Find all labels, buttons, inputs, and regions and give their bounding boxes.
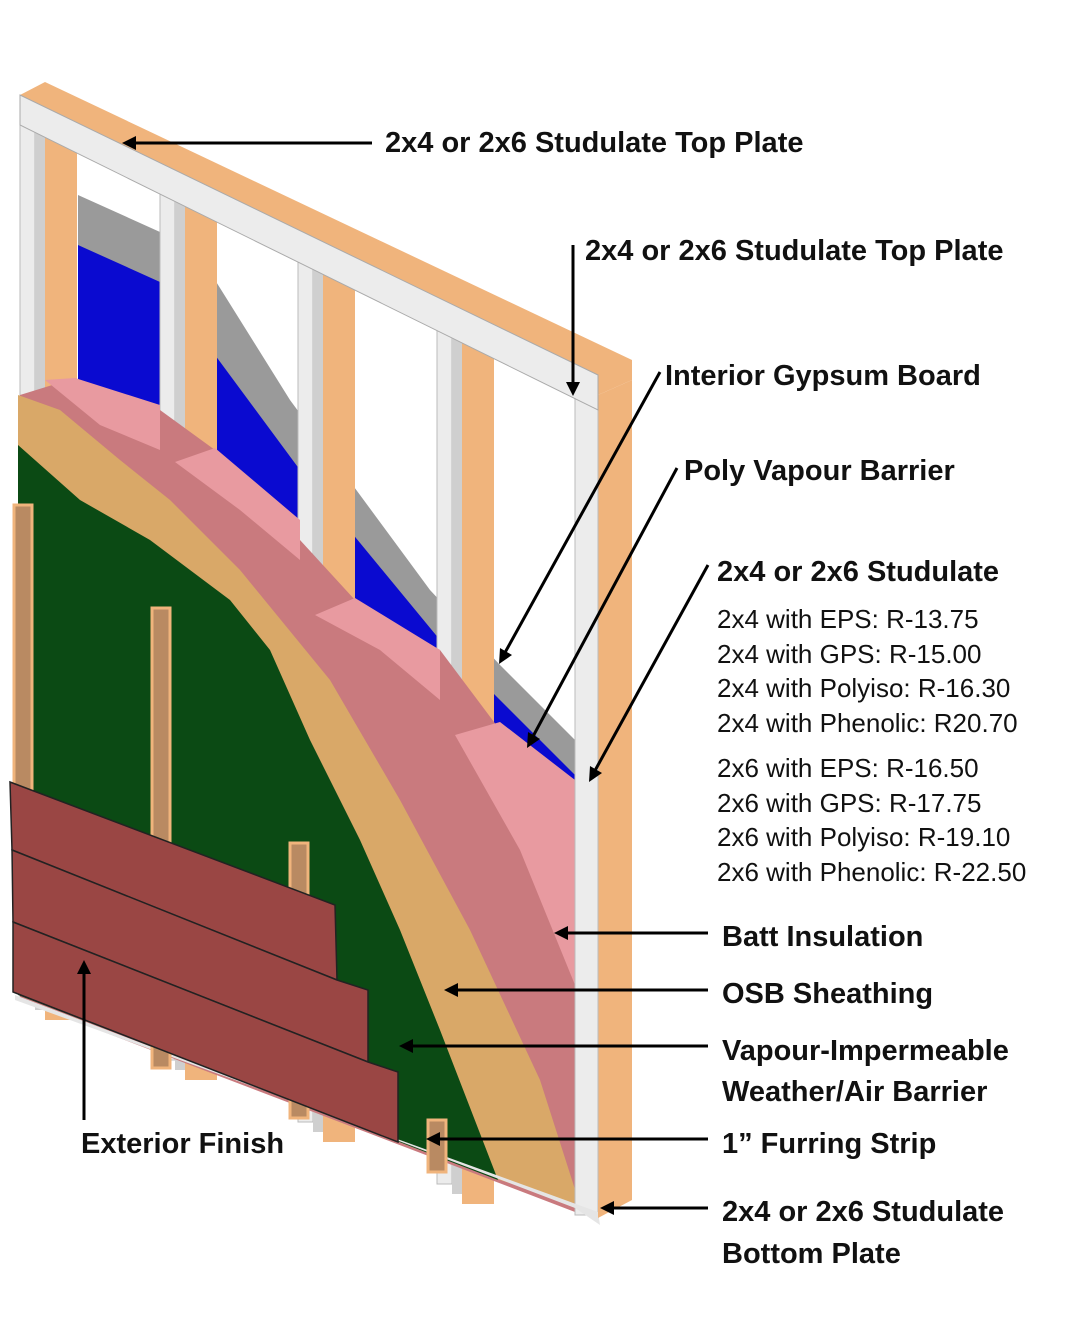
label-bottom-plate-1: 2x4 or 2x6 Studulate xyxy=(722,1196,1005,1228)
label-weather-barrier-2: Weather/Air Barrier xyxy=(722,1076,988,1108)
label-exterior-finish: Exterior Finish xyxy=(81,1128,285,1160)
label-top-plate-1: 2x4 or 2x6 Studulate Top Plate xyxy=(385,127,804,159)
label-furring: 1” Furring Strip xyxy=(722,1128,937,1160)
top-plate xyxy=(20,82,632,395)
end-stud xyxy=(598,380,632,1208)
arrowheads xyxy=(77,136,614,1215)
label-top-plate-2: 2x4 or 2x6 Studulate Top Plate xyxy=(585,235,1004,267)
label-vapour-barrier: Poly Vapour Barrier xyxy=(684,455,955,487)
label-bottom-plate-2: Bottom Plate xyxy=(722,1238,901,1270)
label-studulate: 2x4 or 2x6 Studulate xyxy=(717,556,1000,588)
label-weather-barrier-1: Vapour-Impermeable xyxy=(722,1035,1009,1067)
label-batt: Batt Insulation xyxy=(722,921,924,953)
exterior-siding xyxy=(9,780,399,1144)
label-gypsum: Interior Gypsum Board xyxy=(665,360,981,392)
r-values-2x4: 2x4 with EPS: R-13.75 2x4 with GPS: R-15… xyxy=(717,604,1018,738)
r-values-2x6: 2x6 with EPS: R-16.50 2x6 with GPS: R-17… xyxy=(717,753,1027,887)
leader-lines xyxy=(82,141,710,1210)
label-osb: OSB Sheathing xyxy=(722,978,934,1010)
